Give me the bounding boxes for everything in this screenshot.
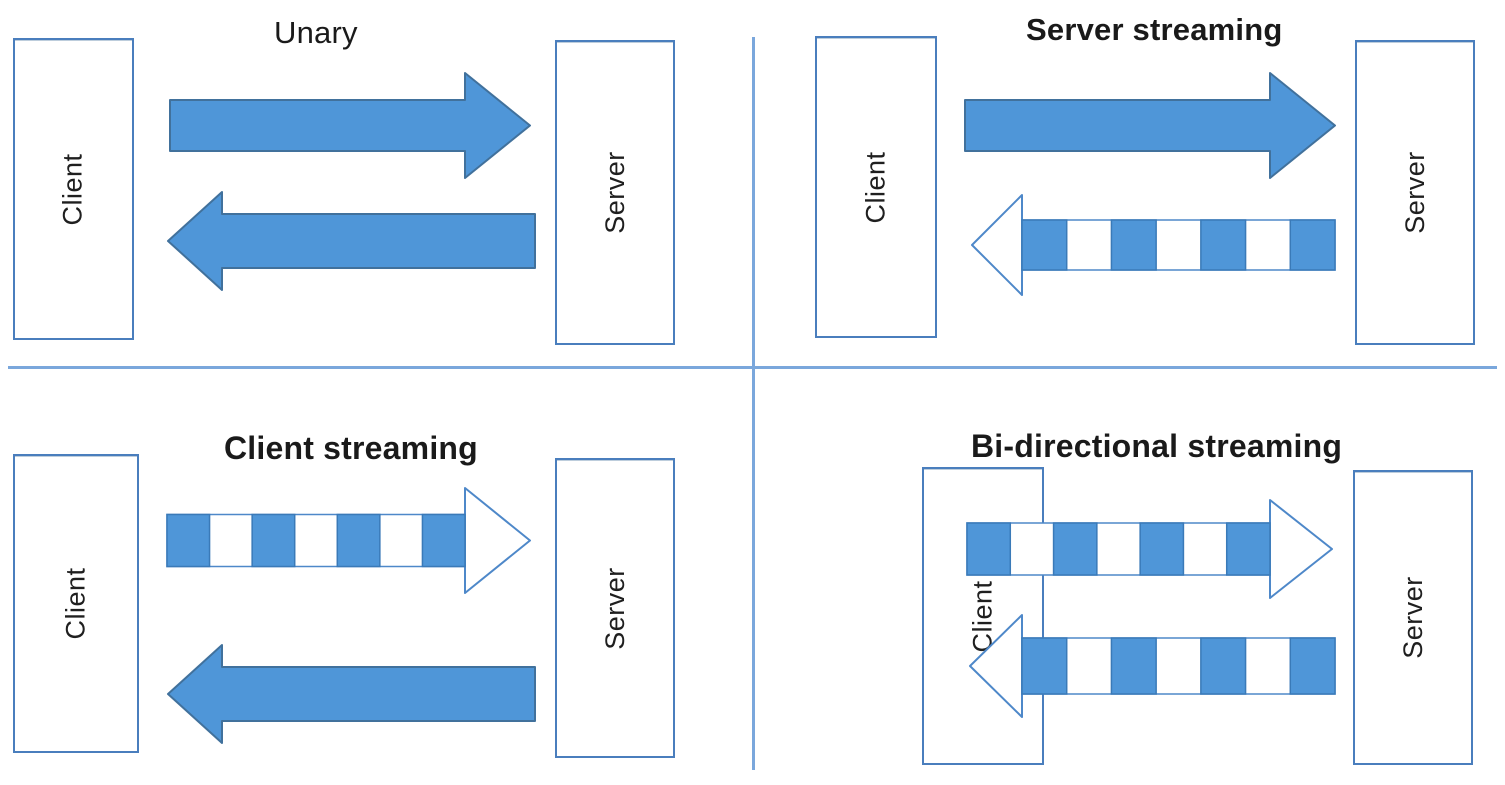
server-box: Server xyxy=(555,458,675,758)
arrow-server-to-client xyxy=(167,644,536,744)
client-label: Client xyxy=(60,567,91,640)
server-label: Server xyxy=(599,566,630,650)
server-label: Server xyxy=(1397,576,1428,659)
arrow-client-to-server xyxy=(964,72,1336,179)
arrow-client-to-server xyxy=(169,72,531,179)
client-label: Client xyxy=(58,152,88,226)
client-box: Client xyxy=(13,454,139,753)
quadrant-title-server-streaming: Server streaming xyxy=(1026,12,1283,47)
client-box: Client xyxy=(13,38,134,340)
server-label: Server xyxy=(599,151,630,234)
quadrant-title-unary: Unary xyxy=(274,15,358,50)
server-box: Server xyxy=(555,40,675,345)
arrow-server-to-client-stream xyxy=(971,194,1336,296)
arrow-server-to-client-stream xyxy=(969,614,1336,718)
server-box: Server xyxy=(1353,470,1473,765)
server-label: Server xyxy=(1399,151,1430,234)
server-box: Server xyxy=(1355,40,1475,345)
client-label: Client xyxy=(860,150,891,224)
quadrant-title-client-streaming: Client streaming xyxy=(224,430,478,466)
client-box: Client xyxy=(922,467,1044,765)
arrow-client-to-server-stream xyxy=(166,487,531,594)
quadrant-title-bidirectional-streaming: Bi-directional streaming xyxy=(971,428,1343,464)
arrow-server-to-client xyxy=(167,191,536,291)
arrow-client-to-server-stream xyxy=(966,499,1333,599)
client-box: Client xyxy=(815,36,937,338)
quadrant-divider-vertical xyxy=(752,37,755,770)
